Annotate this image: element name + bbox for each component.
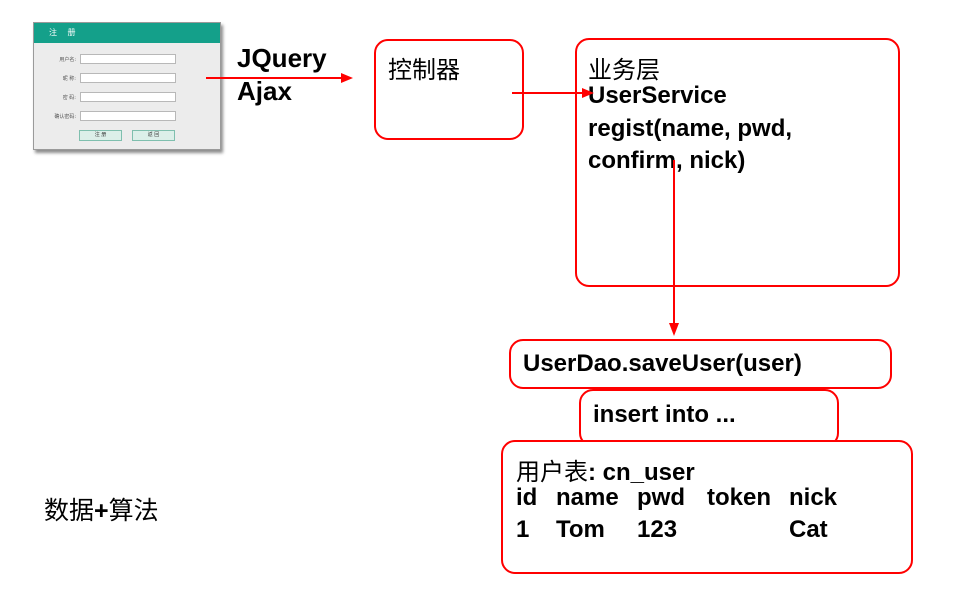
col-nick: nick	[789, 484, 838, 511]
form-label-nickname: 昵 称:	[62, 76, 76, 82]
caption-data: 数据	[44, 496, 95, 525]
form-label-username: 用户名:	[59, 57, 76, 63]
data-algorithm-caption: 数据+算法	[44, 491, 159, 527]
user-table-box: 用户表: cn_user id name pwd token nick 1 To…	[501, 440, 913, 574]
cell-name: Tom	[556, 516, 605, 543]
sql-box: insert into ...	[579, 389, 839, 447]
caption-plus: +	[94, 497, 109, 525]
cell-nick: Cat	[789, 516, 828, 543]
form-header: 注 册	[34, 23, 220, 43]
cell-pwd: 123	[637, 516, 678, 543]
arrow-form-to-controller	[206, 73, 353, 83]
ajax-label: Ajax	[237, 76, 292, 106]
service-method-line1: regist(name, pwd,	[588, 115, 793, 142]
col-name: name	[556, 484, 619, 511]
service-class-name: UserService	[588, 82, 727, 109]
form-label-password: 密 码:	[62, 95, 76, 101]
registration-form: 注 册 用户名: 昵 称: 密 码: 确认密码: 注 册 返 回	[33, 22, 221, 150]
arrow-controller-to-service	[512, 88, 594, 98]
service-title: 业务层	[588, 56, 660, 84]
dao-box: UserDao.saveUser(user)	[509, 339, 892, 389]
service-box: 业务层 UserService regist(name, pwd, confir…	[575, 38, 900, 287]
username-input[interactable]	[80, 54, 176, 64]
col-token: token	[707, 484, 772, 511]
cell-id: 1	[516, 516, 530, 543]
back-button[interactable]: 返 回	[132, 130, 175, 141]
arrow-service-to-dao	[669, 160, 679, 336]
table-title-name: : cn_user	[588, 459, 695, 486]
sql-statement: insert into ...	[593, 401, 736, 428]
confirm-password-input[interactable]	[80, 111, 176, 121]
password-input[interactable]	[80, 92, 176, 102]
nickname-input[interactable]	[80, 73, 176, 83]
form-title: 注 册	[49, 28, 80, 37]
table-title: 用户表: cn_user	[516, 452, 695, 487]
register-button[interactable]: 注 册	[79, 130, 122, 141]
table-title-cn: 用户表	[516, 458, 588, 486]
controller-label: 控制器	[388, 56, 460, 84]
col-id: id	[516, 484, 538, 511]
dao-call: UserDao.saveUser(user)	[523, 350, 802, 377]
caption-algorithm: 算法	[108, 496, 159, 525]
form-label-confirm: 确认密码:	[54, 114, 76, 120]
service-method-line2: confirm, nick)	[588, 147, 746, 174]
jquery-label: JQuery	[237, 43, 327, 73]
controller-box: 控制器	[374, 39, 524, 140]
col-pwd: pwd	[637, 484, 685, 511]
